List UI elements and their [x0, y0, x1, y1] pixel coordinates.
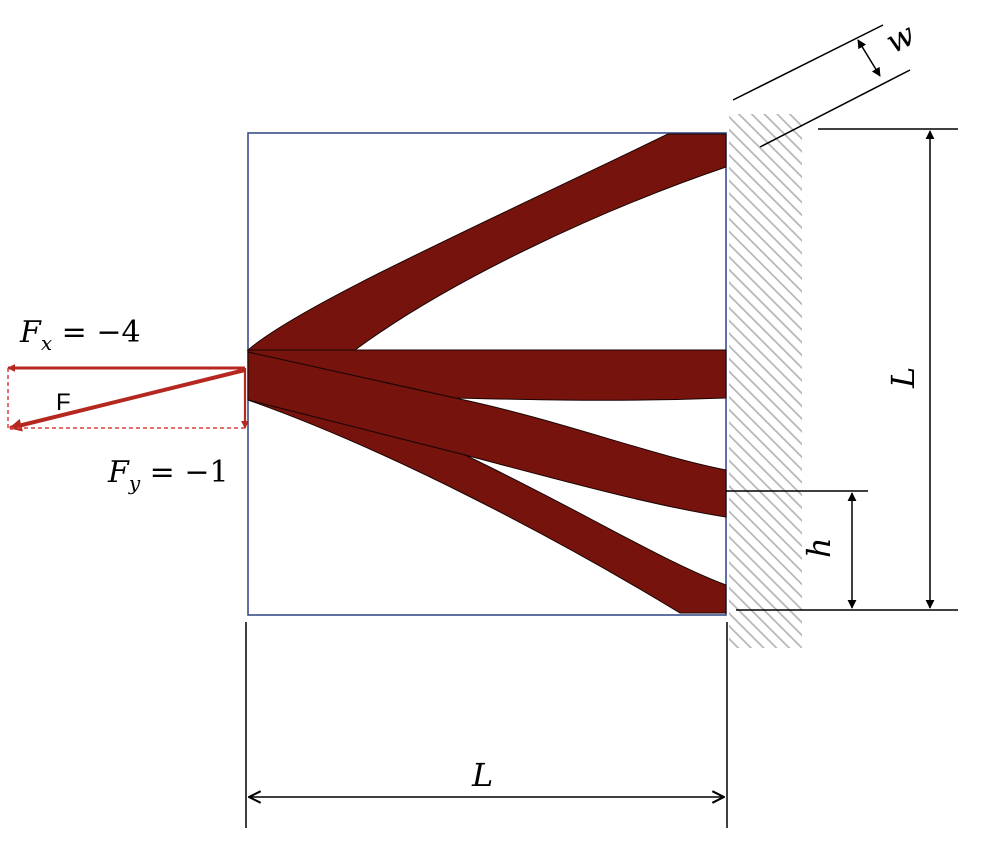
force-vectors — [7, 364, 249, 432]
length-label-horizontal: L — [471, 756, 493, 794]
force-resultant-label: F — [56, 389, 71, 416]
truss-member-bottom — [247, 399, 727, 614]
truss-member-horizontal — [247, 349, 727, 401]
length-label-vertical: L — [884, 367, 922, 389]
height-dimension — [726, 490, 868, 609]
wall-support — [729, 114, 802, 648]
force-x-label: Fx = −4 — [19, 315, 141, 355]
length-dimension-horizontal — [245, 622, 728, 828]
truss-members — [246, 133, 727, 614]
truss-member-lower — [247, 351, 727, 518]
width-label: w — [879, 15, 921, 61]
height-label: h — [800, 537, 838, 558]
force-resultant-arrow — [8, 368, 246, 432]
force-y-label: Fy = −1 — [107, 455, 229, 495]
length-dimension-vertical — [736, 128, 958, 611]
truss-member-top — [246, 133, 727, 351]
width-dimension — [732, 24, 911, 148]
